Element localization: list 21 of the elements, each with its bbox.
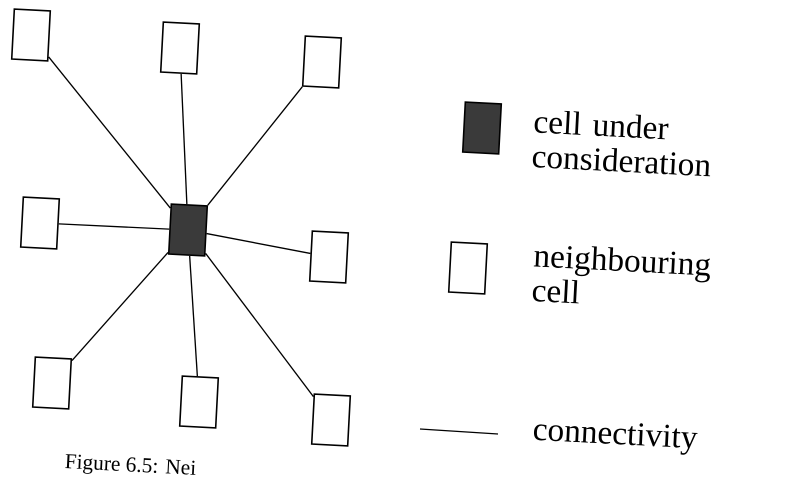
legend-label: neighbouring cell: [532, 246, 710, 304]
cell-box: [20, 196, 60, 250]
centre-cell-box: [168, 203, 208, 257]
connector-line: [180, 74, 188, 204]
connector-line: [48, 56, 171, 208]
cell-box: [310, 393, 352, 447]
connector-line: [58, 223, 170, 230]
legend-label: connectivity: [534, 423, 698, 455]
legend-label: cell under consideration: [532, 110, 710, 176]
connector-line: [207, 86, 303, 206]
cell-box: [32, 356, 72, 410]
cell-box: [302, 35, 342, 89]
connector-line: [205, 252, 314, 398]
cell-box: [178, 375, 220, 429]
cell-box: [10, 8, 52, 62]
connector-line: [206, 232, 310, 254]
connector-line: [189, 256, 198, 376]
cell-box: [160, 21, 200, 75]
connector-line: [72, 252, 168, 361]
cell-box: [308, 230, 350, 284]
figure-caption: Figure 6.5: Nei: [65, 454, 196, 475]
